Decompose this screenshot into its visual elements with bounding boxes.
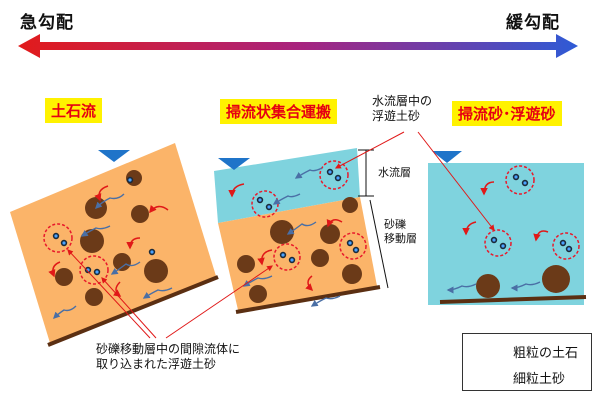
panel-debris-flow-block	[10, 143, 219, 347]
legend-label-fine: 細粒土砂	[513, 372, 566, 387]
slope-gradient-arrow	[18, 34, 578, 58]
legend-item-coarse: 粗粒の土石	[463, 338, 591, 368]
legend-label-coarse: 粗粒の土石	[513, 346, 579, 361]
water-surface-marker	[432, 151, 462, 163]
coarse-rocks-panel2	[237, 197, 362, 303]
suspended-sediment-callout: 水流層中の 浮遊土砂	[372, 94, 433, 123]
water-surface-marker	[98, 150, 130, 162]
legend-item-fine: 細粒土砂	[463, 366, 591, 396]
water-surface-marker	[218, 158, 250, 170]
panel-title-sheet-flow: 掃流状集合運搬	[220, 99, 338, 124]
callout-leaders	[67, 131, 495, 339]
gravel-layer-label: 砂礫 移動層	[384, 218, 417, 245]
coarse-rocks-panel3	[476, 265, 570, 298]
water-layer-label: 水流層	[378, 166, 411, 179]
gentle-slope-label: 緩勾配	[506, 13, 560, 33]
gravel-layer-dimension	[369, 199, 389, 289]
panel-sheet-flow-block	[214, 148, 389, 314]
panel-bedload-block	[428, 151, 587, 305]
panel-title-bedload: 掃流砂･浮遊砂	[452, 101, 562, 126]
panel-title-debris-flow: 土石流	[45, 98, 103, 123]
pore-fluid-callout: 砂礫移動層中の間隙流体に 取り込まれた浮遊土砂	[96, 342, 241, 371]
steep-slope-label: 急勾配	[20, 13, 74, 33]
legend-box: 粗粒の土石 細粒土砂	[462, 333, 592, 391]
